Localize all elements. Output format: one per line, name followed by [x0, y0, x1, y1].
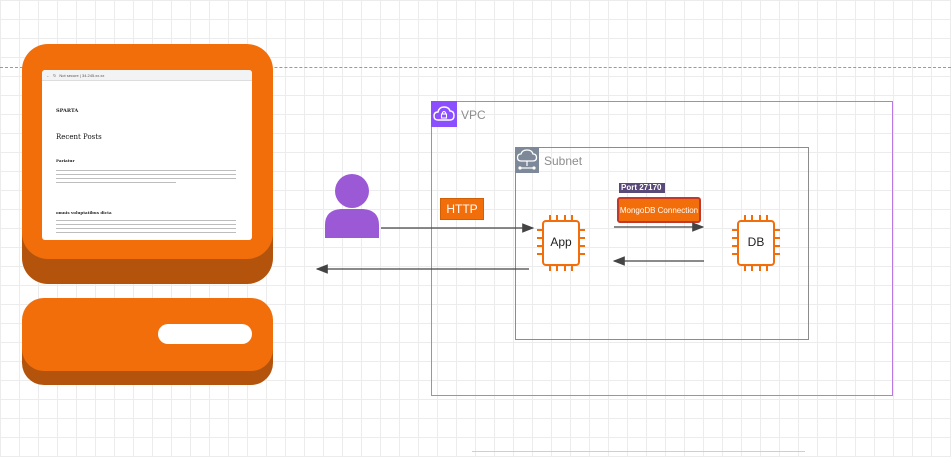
cloud-network-icon	[515, 147, 539, 173]
app-instance-icon	[537, 215, 585, 271]
subnet-boundary	[515, 147, 809, 340]
site-logo: SPARTA	[56, 108, 79, 114]
post-excerpt-2	[56, 220, 236, 236]
reload-icon: ↻	[53, 72, 57, 78]
post-excerpt-1	[56, 170, 236, 186]
vpc-boundary	[431, 101, 893, 396]
back-icon: ←	[46, 72, 50, 78]
post-title-1: Pariatur	[56, 158, 75, 163]
post-title-2: omnis voluptatibus dicta	[56, 210, 112, 215]
http-label: HTTP	[440, 198, 484, 220]
subnet-label: Subnet	[544, 154, 583, 168]
disk-slot	[158, 324, 252, 344]
browser-address-bar: ← ↻ Not secure | 34.245.xx.xx	[42, 70, 252, 81]
vpc-label: VPC	[461, 108, 486, 122]
cloud-lock-icon	[431, 101, 457, 127]
browser-screen: ← ↻ Not secure | 34.245.xx.xx SPARTA Rec…	[42, 70, 252, 240]
port-label: Port 27170	[619, 183, 665, 193]
mongodb-connection-label: MongoDB Connection	[617, 197, 701, 223]
app-label: App	[550, 235, 572, 249]
page-title: Recent Posts	[56, 133, 102, 141]
dashed-guide-line	[0, 67, 951, 68]
canvas-edge-line	[472, 451, 805, 452]
browser-url: Not secure | 34.245.xx.xx	[59, 72, 105, 78]
user-icon	[325, 174, 379, 238]
db-label: DB	[747, 235, 765, 249]
db-instance-icon	[732, 215, 780, 271]
